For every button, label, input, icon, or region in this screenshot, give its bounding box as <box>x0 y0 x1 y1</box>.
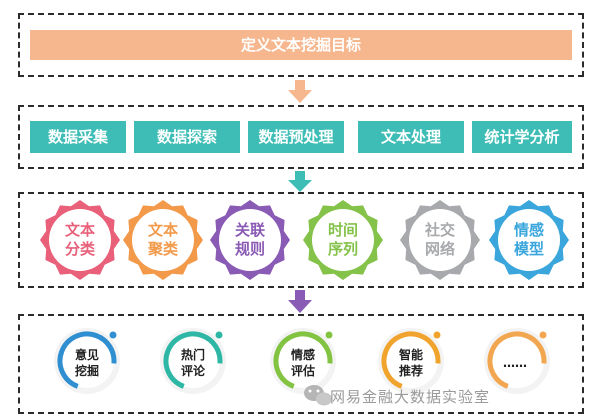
ring-arc <box>163 331 223 391</box>
ring-dot <box>109 331 117 339</box>
ring-dot <box>433 331 441 339</box>
method-badge-5 <box>489 200 569 280</box>
arrow-down-icon <box>288 171 312 192</box>
applications-section <box>18 314 584 414</box>
step-text-processing: 文本处理 <box>358 121 464 153</box>
application-label-1: 热门评论 <box>180 348 205 378</box>
method-label-0: 文本分类 <box>64 221 95 258</box>
ring-dot <box>539 331 547 339</box>
method-badge-3 <box>303 200 383 280</box>
ring-arc <box>381 331 441 391</box>
application-ring-4 <box>484 328 550 394</box>
ring-dot <box>325 331 333 339</box>
ring-dot <box>215 331 223 339</box>
application-label-0: 意见挖掘 <box>74 348 99 378</box>
wechat-icon <box>304 385 332 406</box>
application-label-4: …… <box>503 356 527 370</box>
gear-badge-center <box>219 209 281 271</box>
step-data-collection: 数据采集 <box>30 121 126 153</box>
method-badge-2 <box>210 200 290 280</box>
method-label-1: 文本聚类 <box>147 221 178 258</box>
application-label-2: 情感评估 <box>290 348 315 378</box>
method-label-5: 情感模型 <box>513 221 544 258</box>
gear-badge-center <box>498 209 560 271</box>
step-data-exploration: 数据探索 <box>134 121 240 153</box>
goal-section <box>18 13 584 77</box>
process-section <box>18 105 584 169</box>
method-label-4: 社交网络 <box>424 221 455 258</box>
method-label-3: 时间序列 <box>327 221 358 258</box>
gear-badge-center <box>312 209 374 271</box>
application-ring-2 <box>270 328 336 394</box>
application-label-3: 智能推荐 <box>398 348 423 378</box>
gear-badge-center <box>409 209 471 271</box>
gear-badge-center <box>49 209 111 271</box>
method-badge-0 <box>40 200 120 280</box>
arrow-down-icon <box>288 80 312 103</box>
method-badge-4 <box>400 200 480 280</box>
method-badge-1 <box>123 200 203 280</box>
methods-section <box>18 192 584 288</box>
application-ring-0 <box>54 328 120 394</box>
arrow-down-icon <box>288 290 312 313</box>
ring-arc <box>487 331 547 391</box>
application-ring-3 <box>378 328 444 394</box>
step-data-preprocessing: 数据预处理 <box>248 121 344 153</box>
application-ring-1 <box>160 328 226 394</box>
watermark-text: 网易金融大数据实验室 <box>330 388 491 406</box>
gear-badge-center <box>132 209 194 271</box>
ring-arc <box>57 331 117 391</box>
step-statistical-analysis: 统计学分析 <box>472 121 572 153</box>
method-label-2: 关联规则 <box>234 221 265 258</box>
ring-arc <box>273 331 333 391</box>
goal-banner: 定义文本挖掘目标 <box>30 30 572 60</box>
